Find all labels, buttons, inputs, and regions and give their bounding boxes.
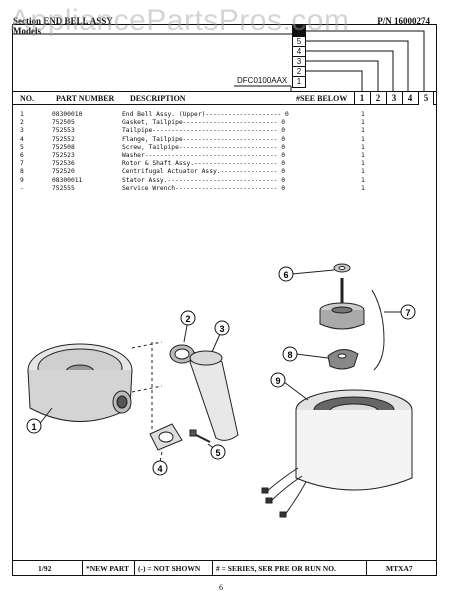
col-series-3: 3	[386, 92, 401, 105]
callout-4: 4	[157, 464, 162, 474]
callout-6-circle	[278, 266, 294, 282]
end-bell-drawing	[27, 343, 133, 422]
col-part-number: PART NUMBER	[56, 94, 115, 103]
callout-8-circle	[282, 346, 298, 362]
ladder-box-1: 1	[292, 76, 306, 88]
page-frame	[12, 24, 437, 576]
callout-5-circle	[210, 444, 226, 460]
callout-markers: 1 2 3 4 5 6 7 8 9	[26, 266, 416, 476]
footer-not-shown: (-) = NOT SHOWN	[138, 564, 201, 573]
col-series-5: 5	[418, 92, 434, 105]
parts-column-header: NO. PART NUMBER DESCRIPTION #SEE BELOW 1…	[12, 91, 437, 105]
page-footer: 1/92 *NEW PART (-) = NOT SHOWN # = SERIE…	[12, 560, 437, 576]
exploded-parts-diagram: 1 2 3 4 5 6 7 8 9	[26, 263, 416, 518]
callout-9-circle	[270, 372, 286, 388]
col-see-below: #SEE BELOW	[296, 94, 348, 103]
callout-2: 2	[185, 314, 190, 324]
callout-4-circle	[152, 460, 168, 476]
model-code: DFC0100AAX	[237, 76, 288, 85]
footer-new-part: *NEW PART	[86, 564, 130, 573]
flange-drawing	[149, 423, 183, 451]
callout-1-circle	[26, 418, 42, 434]
stator-drawing	[261, 389, 413, 518]
col-description: DESCRIPTION	[130, 94, 186, 103]
col-series-2: 2	[370, 92, 385, 105]
part-no-value: 16000274	[394, 16, 430, 26]
callout-2-circle	[180, 310, 196, 326]
callout-7-circle	[400, 304, 416, 320]
callout-1: 1	[31, 422, 36, 432]
col-no: NO.	[20, 94, 34, 103]
part-no-label: P/N	[377, 16, 392, 26]
footer-series-note: # = SERIES, SER PRE OR RUN NO.	[216, 564, 336, 573]
footer-date: 1/92	[38, 564, 52, 573]
page-number: 6	[219, 583, 223, 592]
screw-drawing	[189, 429, 211, 443]
footer-code: MTXA7	[386, 564, 413, 573]
callout-6: 6	[283, 270, 288, 280]
part-number-header: P/N 16000274	[377, 16, 430, 26]
callout-3: 3	[219, 324, 224, 334]
gasket-drawing	[169, 344, 195, 364]
col-series-1: 1	[354, 92, 369, 105]
section-header: Section END BELL ASSY Models	[13, 16, 113, 36]
callout-9: 9	[275, 376, 280, 386]
callout-8: 8	[287, 350, 292, 360]
washer-drawing	[333, 263, 351, 273]
tailpipe-drawing	[189, 350, 239, 441]
model-ladder-lines	[12, 30, 425, 91]
callout-3-circle	[214, 320, 230, 336]
callout-5: 5	[215, 448, 220, 458]
actuator-drawing	[327, 349, 359, 370]
callout-7: 7	[405, 308, 410, 318]
col-series-4: 4	[402, 92, 417, 105]
rotor-shaft-drawing	[319, 278, 365, 330]
section-label: Section	[13, 16, 41, 26]
models-label: Models	[13, 26, 41, 36]
section-title: END BELL ASSY	[43, 16, 113, 26]
